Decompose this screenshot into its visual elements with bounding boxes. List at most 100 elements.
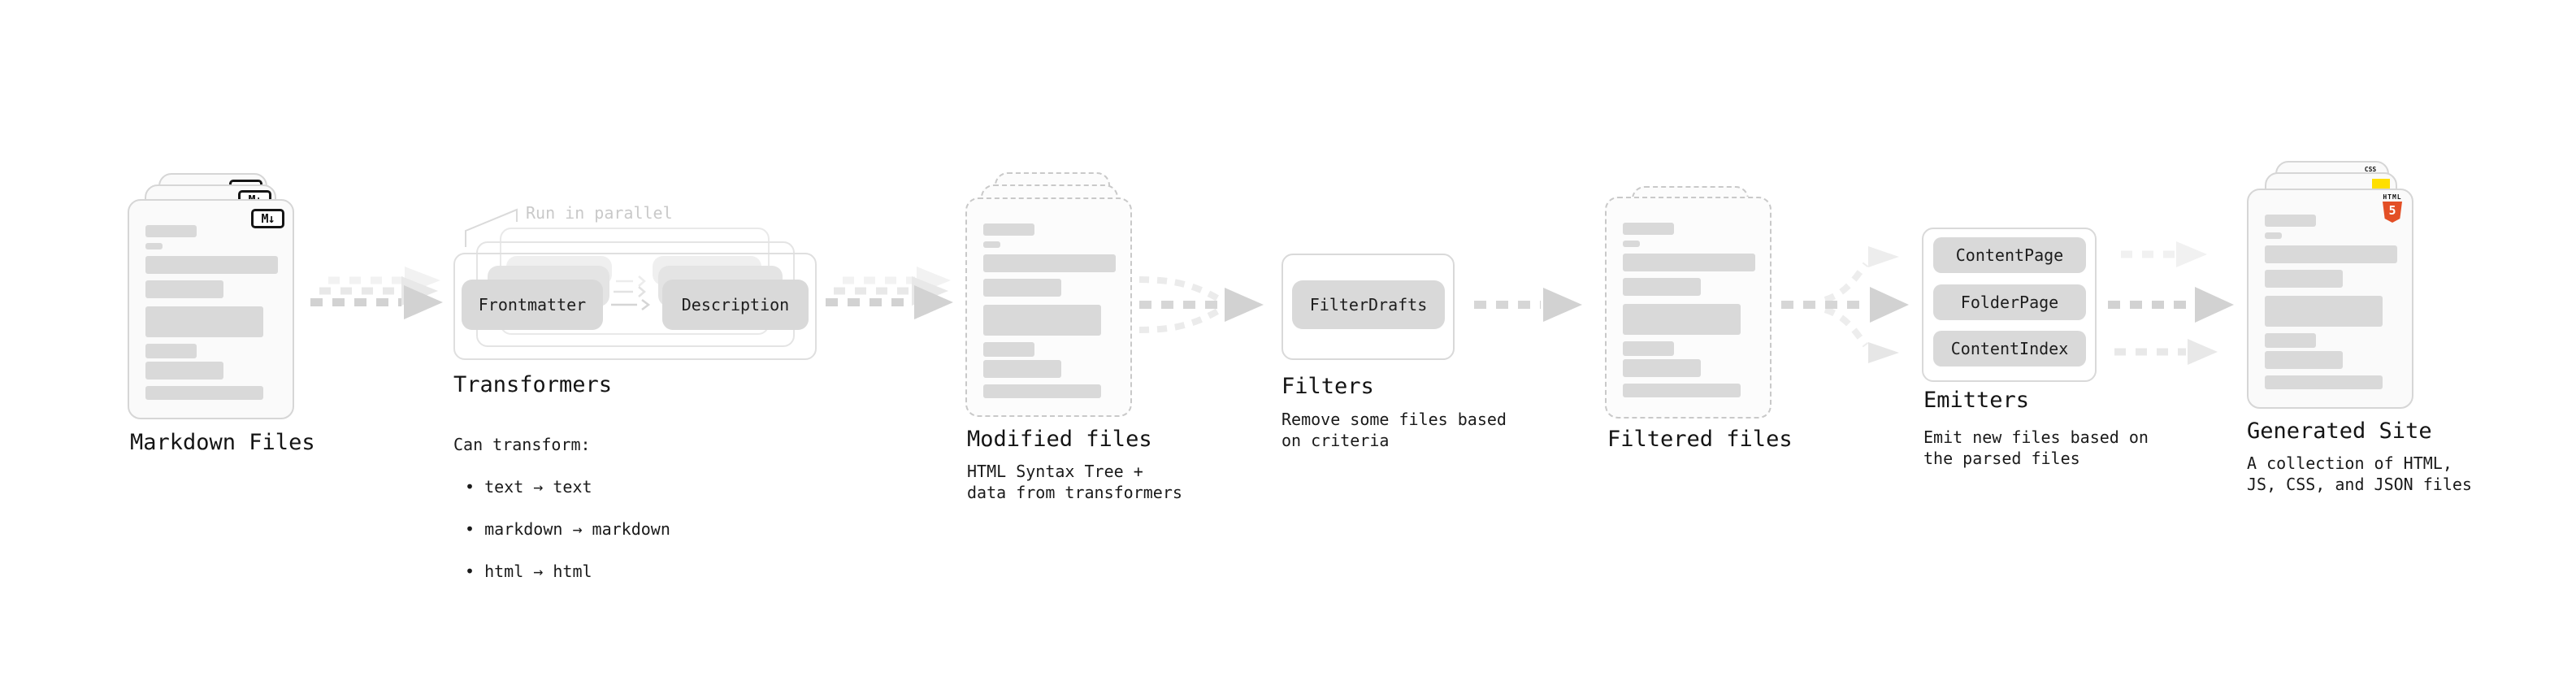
modified-file-card-back bbox=[995, 172, 1110, 221]
generated-file-card: HTML 5 bbox=[2247, 189, 2413, 409]
text-placeholder-bar bbox=[1623, 359, 1701, 377]
text-placeholder-bar bbox=[983, 305, 1101, 336]
stage-label-transformers: Transformers bbox=[453, 372, 613, 397]
generated-site-note: A collection of HTML, JS, CSS, and JSON … bbox=[2247, 453, 2472, 494]
generated-file-card-middle bbox=[2265, 172, 2397, 229]
text-placeholder-bar bbox=[145, 243, 163, 249]
text-placeholder-bar bbox=[983, 342, 1034, 357]
transformer-pill-description: Description bbox=[662, 280, 809, 330]
text-placeholder-bar bbox=[983, 384, 1101, 398]
markdown-file-card-back: M↓ bbox=[158, 173, 267, 222]
transformer-pill-ghost bbox=[506, 256, 612, 285]
text-placeholder-bar bbox=[2265, 333, 2316, 348]
modified-file-card bbox=[965, 197, 1132, 417]
run-in-parallel-leader-line bbox=[465, 208, 518, 247]
text-placeholder-bar bbox=[1623, 223, 1674, 235]
markdown-file-card: M↓ bbox=[128, 199, 294, 419]
transformer-pill-ghost bbox=[658, 266, 783, 306]
stage-label-markdown-files: Markdown Files bbox=[130, 430, 315, 455]
text-placeholder-bar bbox=[1623, 278, 1701, 296]
emitters-panel bbox=[1922, 228, 2097, 382]
text-placeholder-bar bbox=[145, 344, 197, 358]
html5-icon: HTML 5 bbox=[2381, 193, 2404, 223]
text-placeholder-bar bbox=[983, 223, 1034, 236]
markdown-icon: M↓ bbox=[238, 190, 271, 210]
emitter-pill-contentindex: ContentIndex bbox=[1933, 331, 2086, 367]
markdown-file-card-middle: M↓ bbox=[145, 184, 276, 241]
filters-panel bbox=[1281, 254, 1455, 360]
text-placeholder-bar bbox=[983, 254, 1116, 272]
transformer-run-box-back bbox=[500, 228, 770, 335]
js-icon bbox=[2372, 179, 2390, 189]
text-placeholder-bar bbox=[145, 306, 263, 337]
text-placeholder-bar bbox=[145, 225, 197, 237]
text-placeholder-bar bbox=[2265, 270, 2343, 288]
transformers-note: Can transform: • text → text • markdown … bbox=[453, 413, 670, 603]
text-placeholder-bar bbox=[145, 280, 223, 298]
flow-arrow-modified-to-filters bbox=[1138, 276, 1264, 333]
transformer-pill-ghost bbox=[488, 266, 609, 306]
text-placeholder-bar bbox=[145, 256, 278, 274]
text-placeholder-bar bbox=[1623, 304, 1741, 335]
filtered-file-card-back bbox=[1632, 186, 1749, 235]
text-placeholder-bar bbox=[983, 360, 1061, 378]
text-placeholder-bar bbox=[2265, 232, 2282, 239]
text-placeholder-bar bbox=[2265, 215, 2316, 227]
note-bullet: • html → html bbox=[465, 562, 592, 581]
transformer-step-arrows bbox=[611, 275, 651, 310]
transformer-pill-frontmatter: Frontmatter bbox=[462, 280, 603, 330]
markdown-icon: M↓ bbox=[251, 209, 284, 228]
text-placeholder-bar bbox=[1623, 384, 1741, 397]
flow-arrow-filtered-to-emitters bbox=[1781, 246, 1909, 363]
flow-arrow-markdown-to-transformers bbox=[310, 267, 443, 319]
text-placeholder-bar bbox=[983, 279, 1061, 297]
flow-arrow-filters-to-filtered bbox=[1474, 288, 1582, 322]
css-icon: CSS bbox=[2361, 167, 2379, 177]
text-placeholder-bar bbox=[2265, 375, 2383, 389]
text-placeholder-bar bbox=[1623, 254, 1755, 271]
modified-file-card-middle bbox=[981, 184, 1118, 241]
filtered-file-card bbox=[1605, 197, 1772, 419]
emitter-pill-folderpage: FolderPage bbox=[1933, 284, 2086, 320]
transformer-run-box-front bbox=[453, 253, 817, 360]
text-placeholder-bar bbox=[983, 241, 1000, 248]
html5-icon-word: HTML bbox=[2383, 193, 2402, 201]
text-placeholder-bar bbox=[1623, 341, 1674, 356]
markdown-icon: M↓ bbox=[229, 180, 262, 199]
stage-label-emitters: Emitters bbox=[1923, 388, 2030, 413]
emitters-note: Emit new files based on the parsed files bbox=[1923, 427, 2149, 468]
flow-arrow-transformers-to-modified bbox=[826, 267, 953, 319]
run-in-parallel-annotation: Run in parallel bbox=[526, 203, 673, 223]
html5-icon-shield: 5 bbox=[2383, 202, 2402, 223]
filters-note: Remove some files based on criteria bbox=[1281, 410, 1507, 450]
css-icon-label: CSS bbox=[2364, 166, 2377, 173]
note-bullet: • text → text bbox=[465, 477, 592, 497]
text-placeholder-bar bbox=[2265, 351, 2343, 369]
stage-label-filtered-files: Filtered files bbox=[1607, 427, 1793, 452]
emitter-pill-contentpage: ContentPage bbox=[1933, 237, 2086, 273]
generated-file-card-back: CSS bbox=[2275, 161, 2389, 210]
flow-arrow-emitters-to-generated bbox=[2108, 241, 2234, 365]
css-icon-bar bbox=[2362, 174, 2379, 177]
stage-label-filters: Filters bbox=[1281, 374, 1374, 399]
text-placeholder-bar bbox=[2265, 296, 2383, 327]
note-line: Can transform: bbox=[453, 435, 591, 454]
text-placeholder-bar bbox=[2265, 245, 2397, 263]
text-placeholder-bar bbox=[145, 386, 263, 400]
transformer-pill-ghost bbox=[653, 256, 761, 285]
modified-files-note: HTML Syntax Tree + data from transformer… bbox=[967, 462, 1182, 502]
stage-label-generated-site: Generated Site bbox=[2247, 419, 2432, 444]
stage-label-modified-files: Modified files bbox=[967, 427, 1152, 452]
text-placeholder-bar bbox=[1623, 241, 1640, 247]
text-placeholder-bar bbox=[145, 362, 223, 380]
filter-pill-filterdrafts: FilterDrafts bbox=[1292, 280, 1445, 329]
